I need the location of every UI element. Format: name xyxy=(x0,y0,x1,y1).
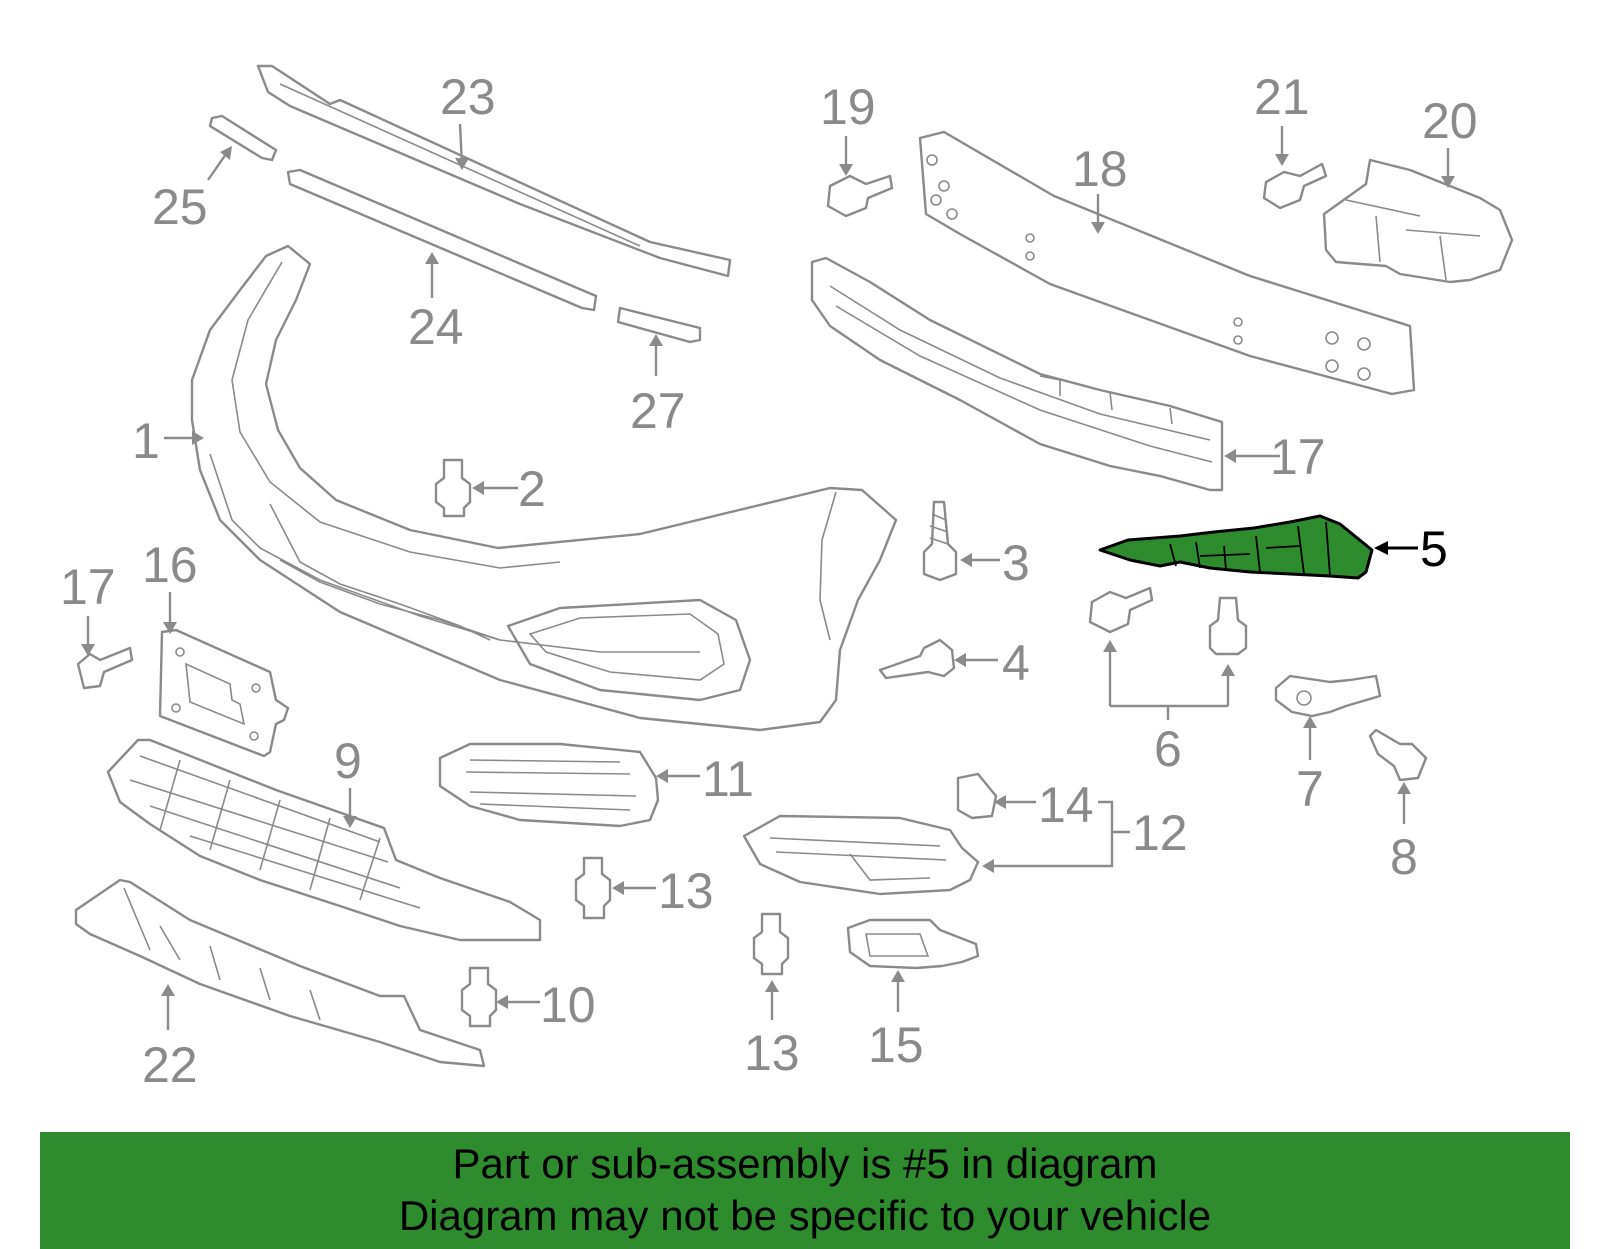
leader-lines xyxy=(81,123,1455,1030)
callout-10: 10 xyxy=(540,977,596,1033)
part-16-license-bracket xyxy=(158,628,290,758)
callout-18: 17 xyxy=(1270,429,1326,485)
part-26-small-strip xyxy=(208,114,278,162)
callout-25: 24 xyxy=(408,299,464,355)
part-2-clip xyxy=(434,458,472,518)
part-10-clip xyxy=(460,966,498,1028)
part-25-long-strip xyxy=(286,168,598,312)
part-5-highlighted-bracket xyxy=(1098,514,1374,580)
callout-3: 3 xyxy=(1002,535,1030,591)
part-11-side-grille xyxy=(438,742,660,828)
part-19-reinforcement xyxy=(918,130,1416,396)
callout-24: 23 xyxy=(440,69,496,125)
callout-4: 4 xyxy=(1002,635,1030,691)
callout-20: 19 xyxy=(820,79,876,135)
part-27-short-strip xyxy=(616,306,702,344)
part-22-bolt xyxy=(1262,162,1328,210)
callout-17: 17 xyxy=(60,559,116,615)
callout-15: 15 xyxy=(868,1017,924,1073)
part-15-fog-bracket xyxy=(846,918,980,970)
part-6-bolts xyxy=(1088,586,1248,656)
callout-21: 20 xyxy=(1422,93,1478,149)
part-1-bumper-cover xyxy=(190,244,898,732)
info-banner: Part or sub-assembly is #5 in diagram Di… xyxy=(40,1132,1570,1249)
banner-line-1: Part or sub-assembly is #5 in diagram xyxy=(452,1140,1158,1187)
callout-2: 2 xyxy=(518,461,546,517)
callout-22: 21 xyxy=(1254,69,1310,125)
part-14-clip xyxy=(956,772,998,820)
part-13-clip-a xyxy=(574,856,612,920)
part-21-brackets xyxy=(1322,158,1514,284)
part-17-screw xyxy=(76,646,134,690)
callout-14: 14 xyxy=(1038,777,1094,833)
callout-19: 18 xyxy=(1072,141,1128,197)
part-13-clip-b xyxy=(752,912,790,976)
part-18-absorber xyxy=(810,256,1224,492)
part-3-screw xyxy=(922,500,958,582)
part-4-bolt xyxy=(878,638,956,680)
part-9-grille xyxy=(106,738,542,942)
callout-11: 11 xyxy=(702,751,754,807)
callout-16: 16 xyxy=(142,537,198,593)
callout-9: 9 xyxy=(334,733,362,789)
callout-7: 7 xyxy=(1296,761,1324,817)
callout-1: 1 xyxy=(132,413,160,469)
callout-12: 12 xyxy=(1132,805,1188,861)
part-12-fog-garnish xyxy=(742,814,980,896)
part-8-clip xyxy=(1368,728,1428,782)
callout-13b: 13 xyxy=(744,1025,800,1081)
part-23-lower-spoiler xyxy=(74,878,486,1068)
callout-labels: 23 25 24 27 1 2 3 4 5 6 7 8 17 18 19 21 … xyxy=(60,69,1478,1093)
callout-23: 22 xyxy=(142,1037,198,1093)
banner-line-2: Diagram may not be specific to your vehi… xyxy=(398,1192,1212,1239)
part-7-bracket xyxy=(1274,674,1382,718)
callout-27: 27 xyxy=(630,383,686,439)
callout-6: 6 xyxy=(1154,721,1182,777)
callout-13a: 13 xyxy=(658,863,714,919)
callout-26: 25 xyxy=(152,179,208,235)
callout-5: 5 xyxy=(1420,521,1448,577)
parts-diagram: 23 25 24 27 1 2 3 4 5 6 7 8 17 18 19 21 … xyxy=(60,64,1514,1093)
callout-8: 8 xyxy=(1390,829,1418,885)
part-20-bolt xyxy=(826,174,894,218)
